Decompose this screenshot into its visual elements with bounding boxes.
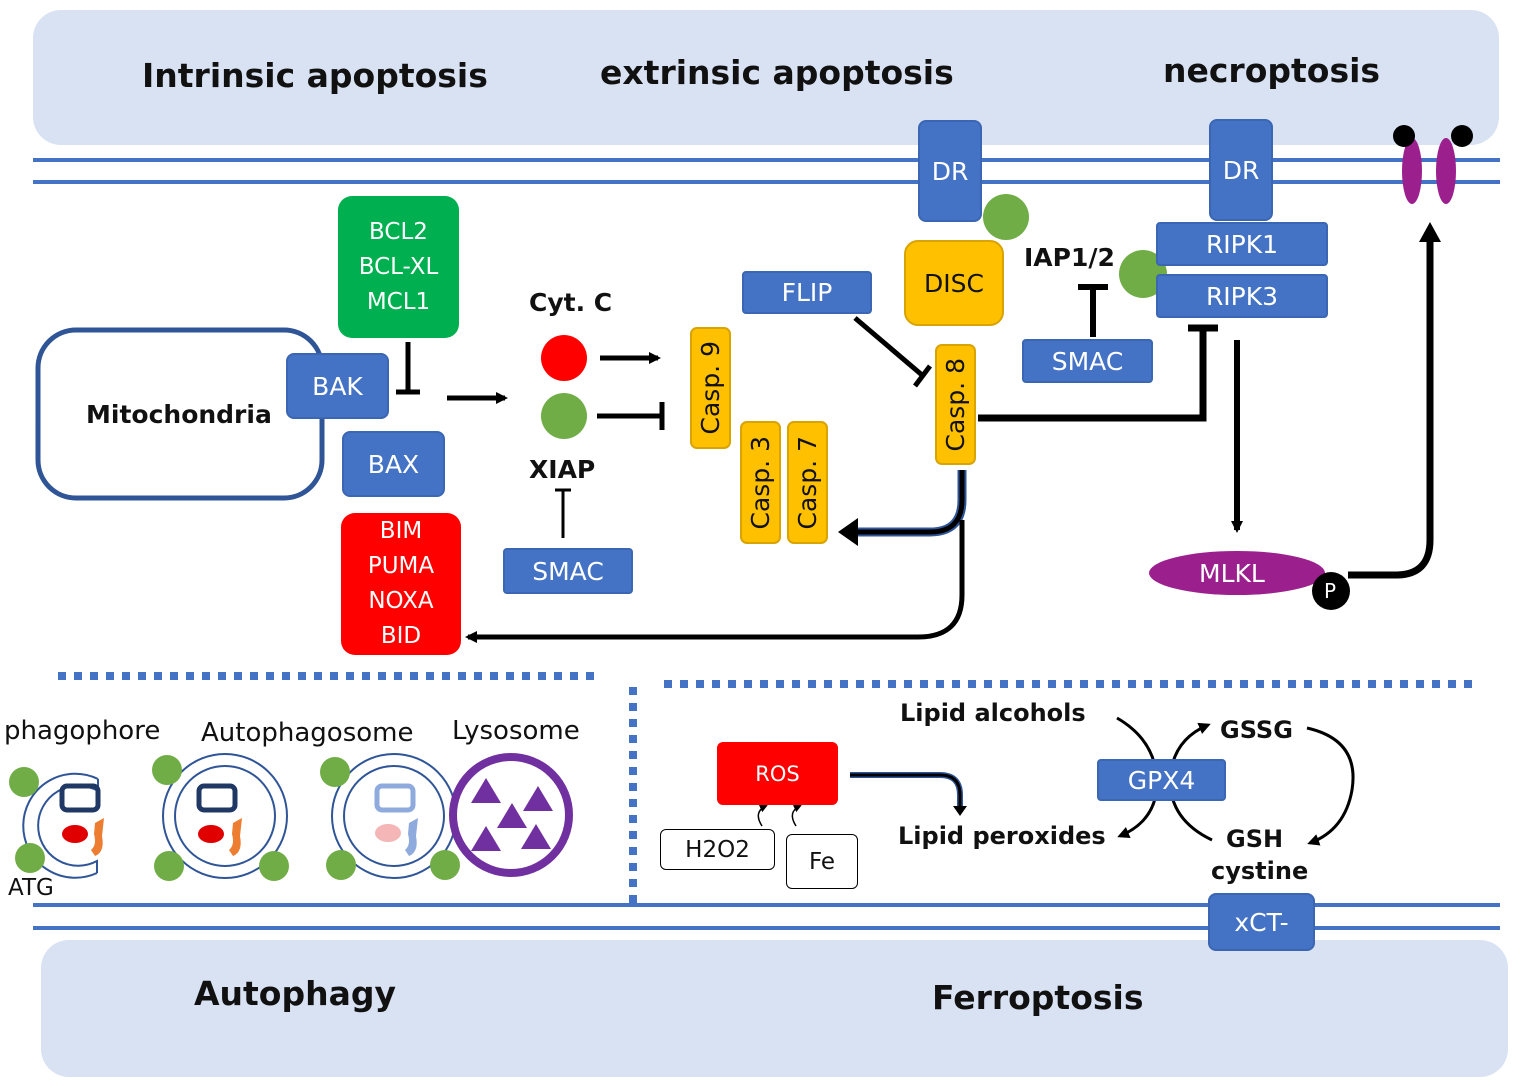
iap-green-dot — [1119, 250, 1167, 298]
casp8-label: Casp. 8 — [941, 357, 970, 452]
gssg-label: GSSG — [1220, 716, 1293, 744]
mlkl-pore-right — [1436, 138, 1456, 204]
bak-box: BAK — [286, 353, 389, 419]
xct-box: xCT- — [1208, 893, 1315, 951]
lipid-peroxides-label: Lipid peroxides — [898, 822, 1106, 850]
bcl2-label: BCL2 — [369, 218, 428, 245]
gsh-label: GSH — [1226, 825, 1284, 853]
casp3-box: Casp. 3 — [740, 421, 781, 544]
mitochondria-label: Mitochondria — [86, 400, 272, 429]
bottom-band — [41, 940, 1508, 1077]
phagophore-graphic — [9, 767, 104, 879]
death-receptor-necroptosis: DR — [1209, 119, 1273, 221]
bid-label: BID — [380, 623, 422, 649]
casp7-label: Casp. 7 — [793, 435, 822, 530]
ros-box: ROS — [717, 742, 838, 805]
gpx4-box: GPX4 — [1097, 759, 1226, 801]
iap-label: IAP1/2 — [1024, 243, 1115, 272]
ripk1-box: RIPK1 — [1156, 222, 1328, 266]
lysosome-label: Lysosome — [452, 716, 580, 746]
bim-label: BIM — [379, 518, 423, 544]
casp9-label: Casp. 9 — [696, 341, 725, 435]
title-intrinsic-apoptosis: Intrinsic apoptosis — [142, 56, 488, 95]
h2o2-box: H2O2 — [660, 829, 775, 870]
xiap-green-dot — [541, 393, 587, 439]
title-necroptosis: necroptosis — [1163, 51, 1381, 90]
casp3-label: Casp. 3 — [746, 435, 775, 530]
disc-green-dot — [983, 194, 1029, 240]
disc-box: DISC — [904, 240, 1004, 326]
bh3-only-box: BIM PUMA NOXA BID — [341, 513, 461, 655]
autolysosome-graphic — [320, 753, 460, 880]
cystine-label: cystine — [1211, 857, 1309, 885]
phagophore-label: phagophore — [4, 716, 161, 746]
phospho-label: P — [1324, 579, 1337, 603]
cyt-c-label: Cyt. C — [529, 288, 613, 317]
mcl1-label: MCL1 — [366, 288, 431, 315]
mlkl-shape — [1149, 551, 1325, 595]
title-autophagy: Autophagy — [194, 974, 396, 1013]
smac-intrinsic-box: SMAC — [503, 548, 633, 594]
ripk3-box: RIPK3 — [1156, 274, 1328, 318]
bcl-xl-label: BCL-XL — [358, 253, 439, 280]
noxa-label: NOXA — [368, 588, 434, 614]
anti-apoptotic-box: BCL2 BCL-XL MCL1 — [338, 196, 459, 338]
phospho-dot — [1312, 572, 1350, 610]
mlkl-pore-left — [1402, 138, 1422, 204]
death-receptor-extrinsic: DR — [918, 120, 982, 222]
casp7-box: Casp. 7 — [787, 421, 828, 544]
lipid-alcohols-label: Lipid alcohols — [900, 699, 1086, 727]
casp9-box: Casp. 9 — [690, 327, 731, 449]
mlkl-label: MLKL — [1199, 559, 1265, 588]
casp8-box: Casp. 8 — [935, 344, 976, 465]
cyt-c-red-dot — [541, 335, 587, 381]
atg-label: ATG — [8, 875, 54, 901]
lysosome-graphic — [449, 753, 573, 877]
autophagosome-label: Autophagosome — [201, 718, 414, 748]
fe-box: Fe — [786, 834, 858, 889]
smac-extrinsic-box: SMAC — [1022, 339, 1153, 383]
puma-label: PUMA — [367, 553, 435, 579]
title-ferroptosis: Ferroptosis — [932, 978, 1144, 1017]
flip-box: FLIP — [742, 271, 872, 314]
xiap-label: XIAP — [529, 455, 596, 484]
autophagosome-graphic — [152, 753, 289, 881]
title-extrinsic-apoptosis: extrinsic apoptosis — [600, 53, 954, 92]
bax-box: BAX — [342, 431, 445, 497]
